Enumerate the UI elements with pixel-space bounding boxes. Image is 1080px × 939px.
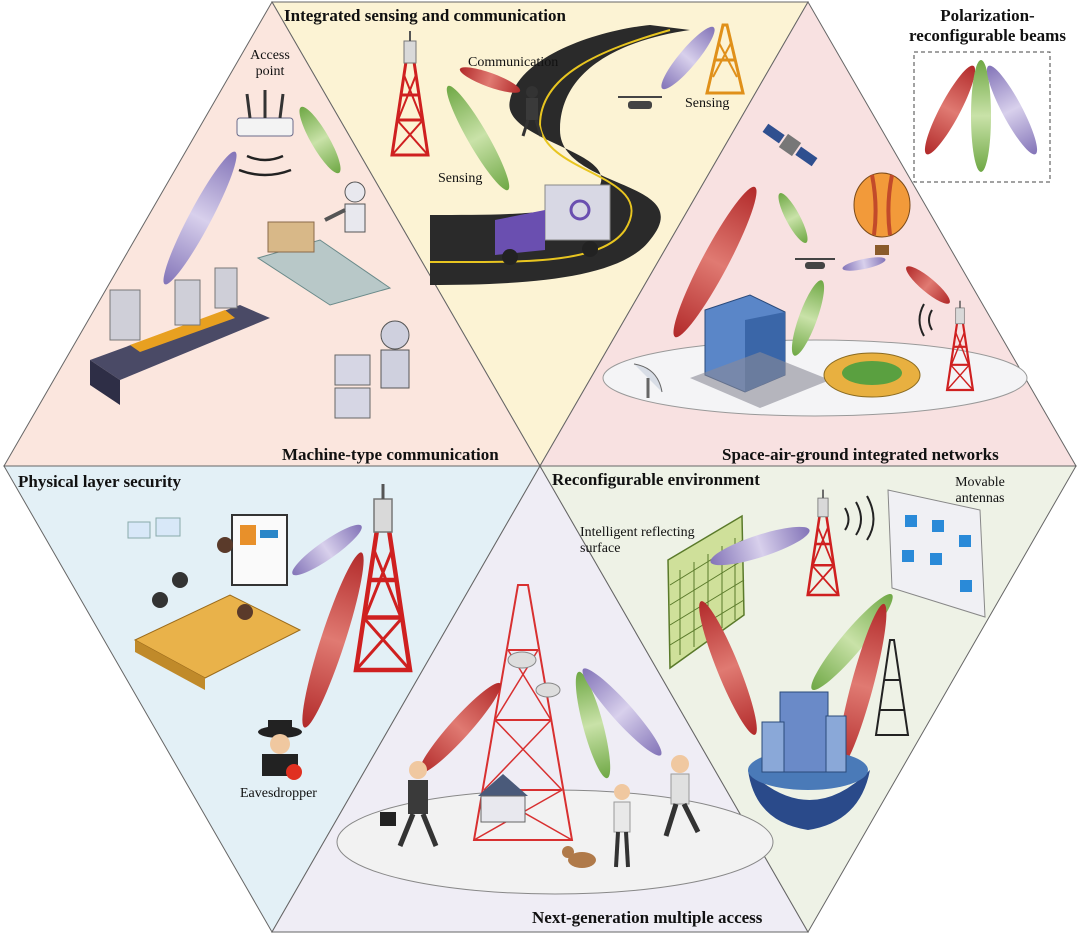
conveyor-icon	[256, 221, 392, 306]
beam-red	[673, 186, 757, 338]
robot-icon	[324, 181, 366, 233]
beam-purple	[710, 526, 810, 566]
legend-box	[913, 51, 1051, 183]
person-icon	[613, 784, 631, 868]
satellite-icon	[762, 123, 818, 167]
legend-beam-green	[971, 60, 991, 172]
isac-illustration	[390, 23, 745, 285]
beam-red	[302, 552, 364, 728]
beam-red	[906, 266, 950, 304]
drone-icon	[618, 96, 662, 109]
beam-purple	[661, 26, 715, 90]
beam-green	[791, 280, 825, 356]
beam-purple	[842, 257, 886, 271]
router-icon	[236, 90, 294, 177]
truck-icon	[495, 184, 611, 265]
legend-beam-purple	[986, 65, 1038, 155]
beam-green	[575, 671, 611, 779]
hacker-icon	[258, 720, 302, 780]
lattice-tower-icon	[472, 584, 574, 841]
sensing-label-left: Sensing	[438, 171, 483, 186]
eavesdropper-label: Eavesdropper	[240, 786, 317, 801]
sagin-title: Space-air-ground integrated networks	[722, 445, 999, 464]
mtc-title: Machine-type communication	[282, 445, 499, 464]
beam-green	[811, 593, 893, 691]
black-tower-icon	[874, 639, 910, 736]
beam-red	[459, 67, 521, 93]
irs-label: Intelligent reflecting surface	[580, 525, 695, 556]
access-point-label: Access point	[250, 48, 290, 79]
person-icon	[521, 86, 543, 137]
person-icon	[663, 755, 701, 837]
pls-title: Physical layer security	[18, 472, 182, 491]
beam-red	[837, 603, 887, 769]
radar-tower-icon	[705, 23, 745, 95]
reconf-illustration	[667, 488, 986, 830]
legend-title: Polarization-reconfigurable beams	[909, 6, 1066, 45]
stadium-icon	[823, 352, 921, 398]
movable-antennas-label: Movable antennas	[955, 475, 1005, 506]
building-icon	[690, 294, 830, 408]
ngma-title: Next-generation multiple access	[532, 908, 763, 927]
island-icon	[748, 691, 870, 830]
legend-beam-red	[924, 65, 976, 155]
house-icon	[478, 774, 528, 823]
dish-icon	[633, 363, 663, 398]
sagin-illustration	[602, 123, 1028, 417]
beam-purple	[292, 524, 362, 576]
antenna-array-icon	[887, 489, 986, 618]
beam-green	[446, 85, 510, 191]
communication-label: Communication	[468, 55, 559, 70]
ngma-illustration	[336, 584, 774, 895]
beam-purple	[163, 151, 237, 285]
reconf-title: Reconfigurable environment	[552, 470, 760, 489]
beam-red	[699, 601, 757, 735]
pls-illustration	[127, 484, 410, 780]
mtc-illustration	[90, 90, 410, 419]
meeting-icon	[127, 514, 302, 690]
beam-green	[299, 106, 341, 174]
beam-red	[419, 682, 501, 774]
beam-purple	[582, 668, 662, 756]
beam-green	[778, 193, 808, 243]
robot-icon	[334, 320, 410, 419]
dog-icon	[562, 846, 596, 868]
isac-title: Integrated sensing and communication	[284, 6, 566, 25]
sensing-label-right: Sensing	[685, 96, 730, 111]
person-icon	[380, 761, 439, 847]
balloon-icon	[853, 172, 911, 255]
drone-icon	[795, 258, 835, 269]
factory-line-icon	[90, 267, 270, 405]
